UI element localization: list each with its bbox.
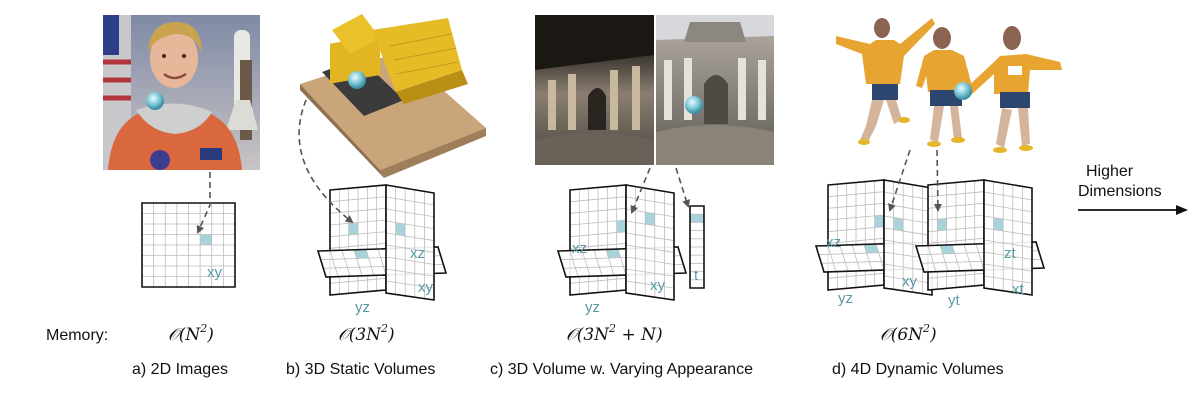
axis-label-d-yz: yz	[838, 290, 853, 307]
trevi-fountain-photos	[535, 15, 774, 165]
axis-label-b-xz: xz	[410, 245, 425, 262]
grid-c-t	[689, 205, 705, 289]
axis-label-d-xt: xt	[1012, 281, 1025, 298]
grid-b-plane-v1	[329, 184, 387, 296]
arrow-c2	[675, 167, 691, 208]
higher-dimensions-line2: Dimensions	[1078, 183, 1162, 200]
axis-label-c-xy: xy	[650, 277, 666, 294]
axis-label-d-zt: zt	[1004, 245, 1017, 262]
grid-d1-plane-v2	[883, 179, 933, 296]
memory-a: 𝒪(N2)	[168, 322, 214, 345]
caption-d: d) 4D Dynamic Volumes	[832, 361, 1004, 378]
dancing-person-frames	[836, 18, 1062, 153]
axis-label-b-xy: xy	[418, 279, 434, 296]
astronaut-photo	[103, 15, 260, 170]
axis-label-a-xy: xy	[207, 264, 223, 281]
memory-d: 𝒪(6N2)	[880, 322, 937, 345]
grid-b-plane-v2	[385, 184, 435, 301]
grid-d2-plane-v1	[927, 179, 985, 291]
higher-dimensions-line1: Higher	[1086, 163, 1134, 180]
grid-a-xy	[141, 202, 236, 288]
grid-c-plane-v2	[625, 184, 675, 301]
projection-arrows	[196, 99, 942, 234]
memory-b: 𝒪(3N2)	[338, 322, 395, 345]
memory-label: Memory:	[46, 327, 108, 344]
caption-b: b) 3D Static Volumes	[286, 361, 435, 378]
arrow-c1	[630, 167, 651, 214]
arrow-b	[298, 99, 354, 224]
axis-label-c-yz: yz	[585, 299, 600, 316]
axis-label-c-t: t	[694, 267, 699, 284]
axis-label-d-xy: xy	[902, 273, 918, 290]
axis-label-b-yz: yz	[355, 299, 370, 316]
arrow-d2	[933, 149, 942, 212]
axis-label-c-xz: xz	[572, 240, 587, 257]
memory-c: 𝒪(3N2 + N)	[566, 322, 663, 345]
axis-label-d-yt: yt	[948, 292, 961, 309]
grid-d2-plane-v2	[983, 179, 1033, 296]
arrow-d1	[888, 149, 911, 212]
arrow-a	[196, 172, 211, 234]
axis-label-d-xz: xz	[826, 234, 841, 251]
caption-a: a) 2D Images	[132, 361, 228, 378]
lego-bulldozer-render	[300, 14, 486, 178]
caption-c: c) 3D Volume w. Varying Appearance	[490, 361, 753, 378]
